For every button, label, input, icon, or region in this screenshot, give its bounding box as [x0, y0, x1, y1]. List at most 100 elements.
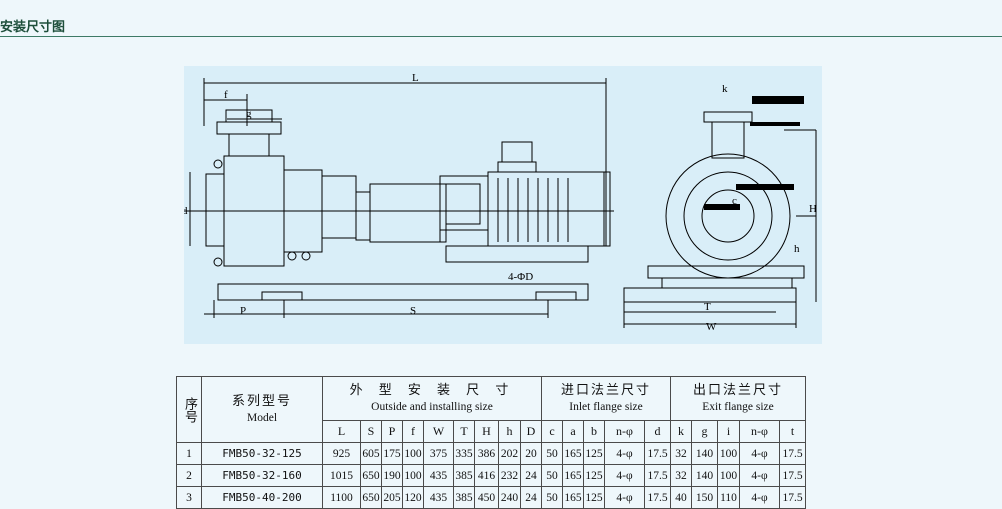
- dim-label-f: f: [224, 89, 228, 101]
- col-header: b: [583, 420, 605, 443]
- dim-label-bolt: 4-ΦD: [508, 271, 533, 283]
- col-header: T: [453, 420, 475, 443]
- value-cell: 32: [670, 442, 692, 465]
- value-cell: 110: [717, 486, 740, 509]
- col-header: t: [779, 420, 806, 443]
- value-cell: 40: [670, 486, 692, 509]
- title-divider: [0, 36, 1002, 37]
- dim-label-H: H: [809, 203, 817, 215]
- value-cell: 125: [583, 442, 605, 465]
- value-cell: 4-φ: [739, 442, 780, 465]
- model-cell: FMB50-32-125: [201, 442, 323, 465]
- value-cell: 50: [541, 442, 563, 465]
- value-cell: 1015: [322, 464, 361, 487]
- value-cell: 100: [717, 442, 740, 465]
- value-cell: 4-φ: [604, 486, 645, 509]
- dim-label-T: T: [704, 301, 711, 313]
- value-cell: 165: [562, 464, 584, 487]
- value-cell: 24: [520, 464, 542, 487]
- col-header: g: [691, 420, 718, 443]
- value-cell: 17.5: [779, 442, 806, 465]
- col-header: P: [381, 420, 403, 443]
- col-header: i: [717, 420, 740, 443]
- dim-label-S: S: [410, 305, 416, 317]
- value-cell: 125: [583, 464, 605, 487]
- value-cell: 450: [474, 486, 499, 509]
- model-cell: FMB50-40-200: [201, 486, 323, 509]
- dim-label-k: k: [722, 83, 728, 95]
- col-header: H: [474, 420, 499, 443]
- col-header: c: [541, 420, 563, 443]
- value-cell: 17.5: [779, 486, 806, 509]
- value-cell: 175: [381, 442, 403, 465]
- value-cell: 50: [541, 486, 563, 509]
- value-cell: 435: [423, 486, 454, 509]
- dim-label-P: P: [240, 305, 246, 317]
- dim-label-g: g: [246, 108, 252, 120]
- value-cell: 232: [498, 464, 521, 487]
- page-title: 安装尺寸图: [0, 20, 66, 35]
- col-header: D: [520, 420, 542, 443]
- col-header: n-φ: [739, 420, 780, 443]
- inlet-flange-header: 进口法兰尺寸 Inlet flange size: [541, 376, 671, 421]
- col-header: L: [322, 420, 361, 443]
- value-cell: 1100: [322, 486, 361, 509]
- value-cell: 165: [562, 486, 584, 509]
- value-cell: 165: [562, 442, 584, 465]
- seq-cell: 2: [176, 464, 202, 487]
- dim-label-c: c: [732, 195, 737, 207]
- col-header: n-φ: [604, 420, 645, 443]
- value-cell: 4-φ: [739, 486, 780, 509]
- value-cell: 335: [453, 442, 475, 465]
- value-cell: 386: [474, 442, 499, 465]
- value-cell: 140: [691, 442, 718, 465]
- col-header: f: [402, 420, 424, 443]
- value-cell: 375: [423, 442, 454, 465]
- exit-flange-header: 出口法兰尺寸 Exit flange size: [670, 376, 806, 421]
- value-cell: 120: [402, 486, 424, 509]
- model-cell: FMB50-32-160: [201, 464, 323, 487]
- value-cell: 240: [498, 486, 521, 509]
- seq-cell: 1: [176, 442, 202, 465]
- dimension-table: 序号 系列型号 Model 外 型 安 装 尺 寸 Outside and in…: [176, 376, 806, 509]
- value-cell: 100: [402, 442, 424, 465]
- value-cell: 17.5: [644, 486, 671, 509]
- value-cell: 416: [474, 464, 499, 487]
- col-header: S: [360, 420, 382, 443]
- value-cell: 100: [402, 464, 424, 487]
- dim-label-W: W: [706, 321, 717, 333]
- col-header: d: [644, 420, 671, 443]
- model-header: 系列型号 Model: [201, 376, 323, 443]
- value-cell: 435: [423, 464, 454, 487]
- col-header: k: [670, 420, 692, 443]
- value-cell: 4-φ: [604, 442, 645, 465]
- value-cell: 24: [520, 486, 542, 509]
- value-cell: 4-φ: [739, 464, 780, 487]
- col-header: W: [423, 420, 454, 443]
- value-cell: 205: [381, 486, 403, 509]
- dim-label-d: d: [184, 205, 188, 217]
- value-cell: 50: [541, 464, 563, 487]
- outside-size-header: 外 型 安 装 尺 寸 Outside and installing size: [322, 376, 542, 421]
- value-cell: 925: [322, 442, 361, 465]
- value-cell: 140: [691, 464, 718, 487]
- value-cell: 650: [360, 486, 382, 509]
- value-cell: 125: [583, 486, 605, 509]
- value-cell: 4-φ: [604, 464, 645, 487]
- value-cell: 17.5: [644, 442, 671, 465]
- value-cell: 20: [520, 442, 542, 465]
- value-cell: 150: [691, 486, 718, 509]
- value-cell: 100: [717, 464, 740, 487]
- value-cell: 202: [498, 442, 521, 465]
- column-header-row: L S P f W T H h D c a b n-φ d k g i n-φ …: [177, 420, 806, 443]
- value-cell: 17.5: [644, 464, 671, 487]
- dim-label-L: L: [412, 72, 419, 84]
- dim-label-h: h: [794, 243, 800, 255]
- seq-cell: 3: [176, 486, 202, 509]
- col-header: a: [562, 420, 584, 443]
- value-cell: 17.5: [779, 464, 806, 487]
- value-cell: 385: [453, 486, 475, 509]
